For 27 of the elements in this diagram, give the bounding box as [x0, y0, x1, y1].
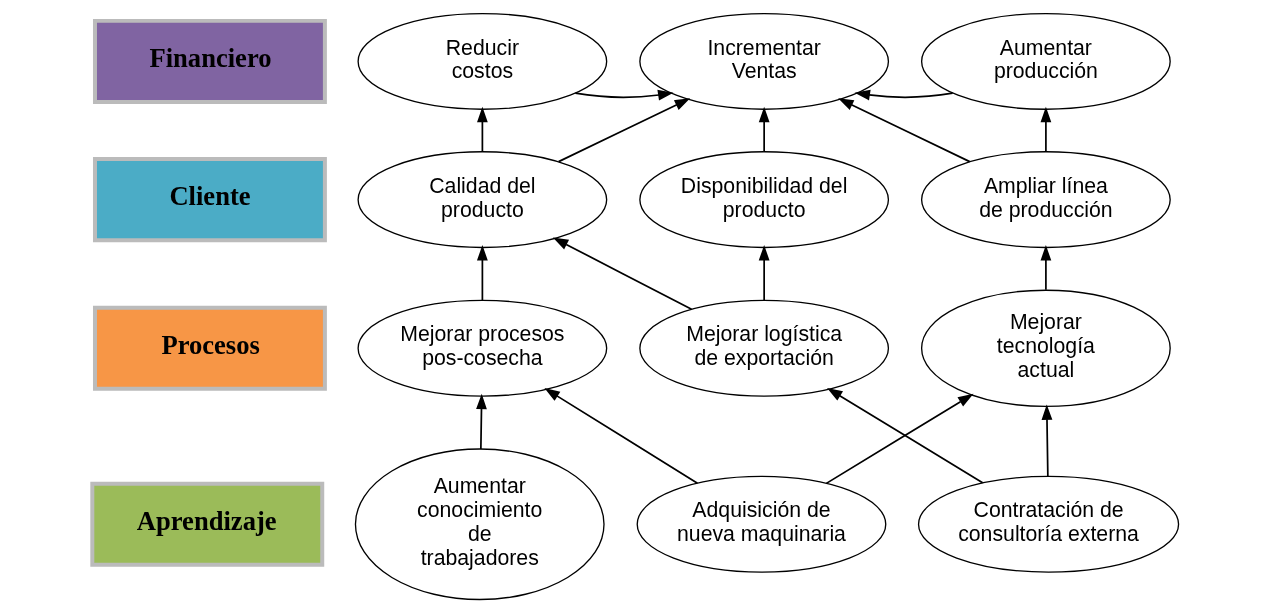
- node-ellipse: Disponibilidad del producto: [638, 151, 889, 249]
- node-ellipse: Aumentar producción: [920, 12, 1171, 110]
- arrow: [476, 106, 488, 153]
- node-ellipse: Ampliar línea de producción: [920, 151, 1171, 249]
- arrow: [1040, 245, 1051, 291]
- arrow: [758, 245, 770, 302]
- arrow: [475, 393, 487, 450]
- arrow: [1040, 106, 1051, 153]
- node-box: Financiero: [92, 18, 327, 104]
- arrow: [1041, 404, 1052, 477]
- node-ellipse: Mejorar logística de exportación: [638, 299, 889, 397]
- arrow: [543, 388, 698, 485]
- node-ellipse: Aumentar conocimiento de trabajadores: [354, 448, 605, 601]
- node-ellipse: Reducir costos: [356, 12, 607, 110]
- node-ellipse: Contratación de consultoría externa: [917, 475, 1179, 573]
- arrow: [557, 98, 690, 163]
- arrow: [758, 106, 770, 153]
- arrow: [854, 89, 953, 101]
- arrow: [476, 245, 488, 302]
- arrow: [574, 89, 673, 101]
- arrow: [837, 98, 970, 163]
- node-box: Aprendizaje: [89, 481, 324, 567]
- node-box: Cliente: [92, 157, 327, 243]
- node-ellipse: Adquisición de nueva maquinaria: [636, 475, 886, 573]
- node-ellipse: Mejorar procesos pos-cosecha: [356, 299, 607, 397]
- node-box: Procesos: [92, 305, 327, 391]
- arrow: [552, 237, 692, 311]
